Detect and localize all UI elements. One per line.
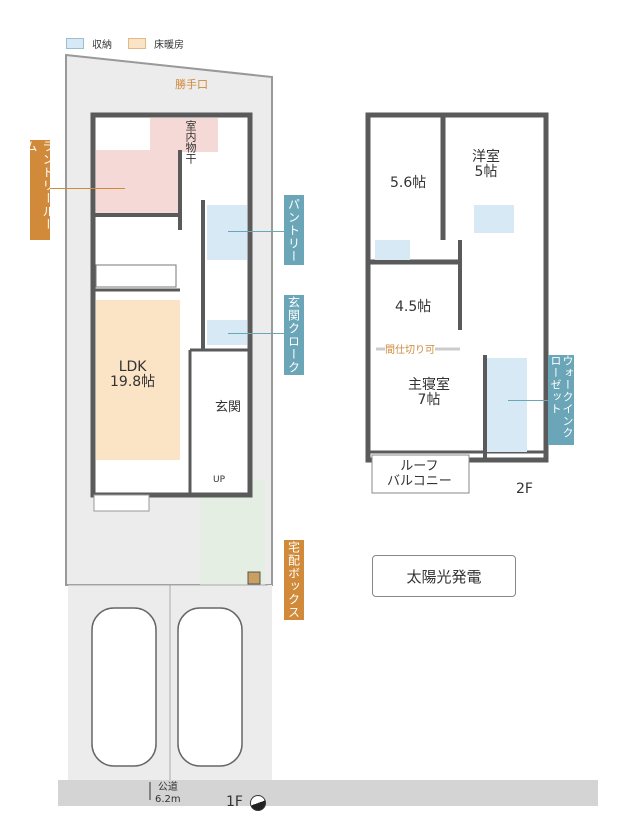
roof-balcony-1: ルーフ bbox=[400, 459, 439, 474]
ldk-name: LDK bbox=[118, 359, 147, 375]
floor-2f-label: 2F bbox=[516, 481, 533, 497]
entrance-label: 玄関 bbox=[215, 400, 242, 415]
pantry-label: パントリー bbox=[284, 195, 304, 265]
back-door-label: 勝手口 bbox=[175, 78, 208, 91]
delivery-box-label: 宅配ボックス bbox=[284, 540, 304, 620]
road-name: 公道 bbox=[157, 782, 178, 793]
room-45-label: 4.5帖 bbox=[395, 299, 432, 315]
legend-storage: 収納 bbox=[92, 40, 112, 51]
road-width: 6.2m bbox=[155, 794, 181, 805]
partition-label: 間仕切り可 bbox=[385, 343, 435, 358]
legend: 収納 床暖房 bbox=[66, 36, 184, 51]
western-room-size: 5帖 bbox=[474, 164, 498, 180]
laundry-room-label: ランドリールーム bbox=[24, 140, 55, 240]
drying-label: 室内物干 bbox=[184, 120, 197, 164]
room-56-label: 5.6帖 bbox=[390, 175, 427, 191]
master-bedroom-size: 7帖 bbox=[417, 392, 441, 408]
legend-storage-swatch bbox=[66, 38, 84, 49]
cloak-leader bbox=[228, 333, 284, 334]
master-bedroom-name: 主寝室 bbox=[408, 377, 450, 393]
pantry-leader bbox=[228, 231, 284, 232]
cloak-label: 玄関クローク bbox=[284, 295, 304, 375]
compass-icon bbox=[250, 795, 266, 811]
legend-heating: 床暖房 bbox=[154, 40, 184, 51]
roof-balcony-label: ルーフバルコニー bbox=[387, 459, 452, 489]
roof-balcony-2: バルコニー bbox=[387, 474, 452, 489]
car-left bbox=[91, 607, 157, 767]
ldk-size: 19.8帖 bbox=[110, 374, 156, 390]
legend-heating-swatch bbox=[128, 38, 146, 49]
laundry-leader bbox=[50, 188, 125, 189]
wic-leader bbox=[508, 400, 548, 401]
solar-power-button[interactable]: 太陽光発電 bbox=[372, 555, 516, 597]
western-room-name: 洋室 bbox=[472, 149, 500, 165]
car-right bbox=[177, 607, 243, 767]
floor-1f-label: 1F bbox=[226, 794, 243, 810]
up-label: UP bbox=[213, 475, 226, 485]
walk-in-closet-label: ウォークインクローゼット bbox=[548, 355, 574, 445]
